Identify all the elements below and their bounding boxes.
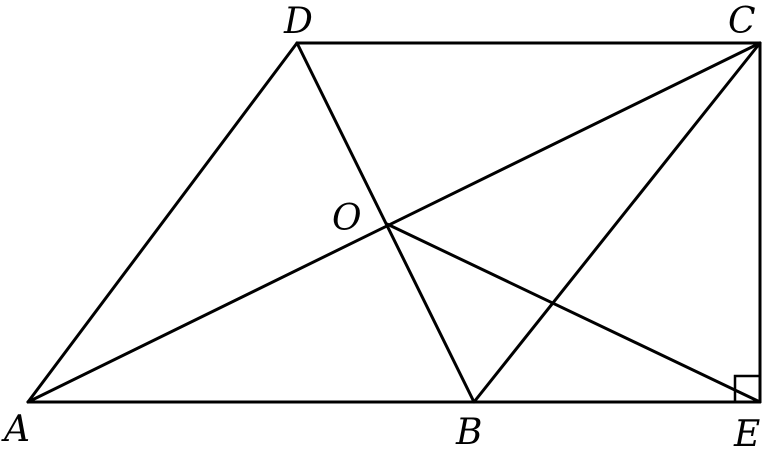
right-angle-marker-E	[733, 374, 760, 402]
point-label-O: O	[332, 198, 362, 239]
segment-OE	[385, 222, 762, 404]
segment-AC	[26, 41, 762, 404]
point-label-A: A	[1, 409, 30, 450]
point-label-B: B	[455, 412, 482, 450]
point-label-D: D	[283, 1, 313, 42]
segment-BC	[472, 41, 762, 404]
segment-DB	[295, 41, 476, 404]
point-label-E: E	[733, 414, 760, 450]
segment-DA	[26, 41, 299, 404]
point-label-C: C	[728, 1, 756, 42]
